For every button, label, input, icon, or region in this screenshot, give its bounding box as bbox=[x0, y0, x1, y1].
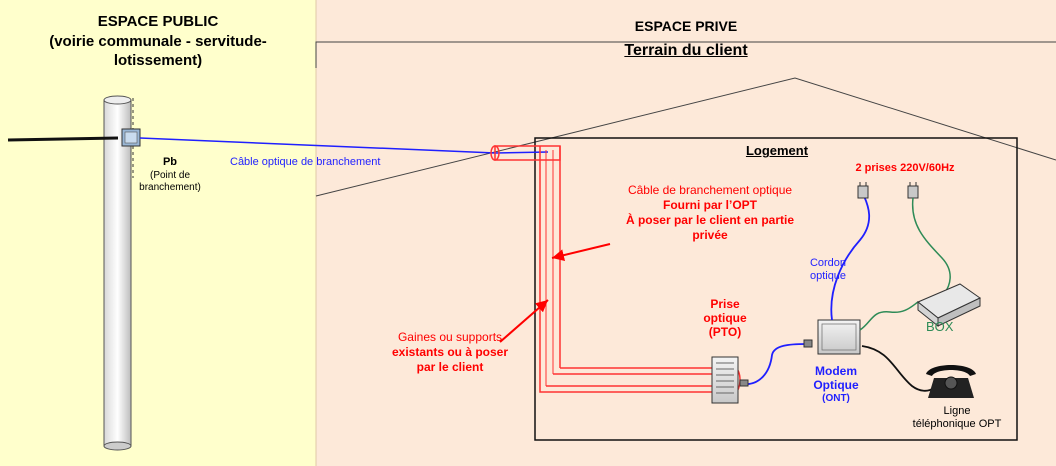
ligne-label-line1: Ligne bbox=[943, 405, 971, 417]
power-plug-2 bbox=[907, 185, 919, 199]
private-zone-title: ESPACE PRIVE bbox=[634, 18, 738, 34]
modem-box-cord bbox=[859, 301, 919, 331]
telephone-dial bbox=[944, 376, 958, 390]
optical-cord bbox=[830, 195, 871, 321]
pb-box-detail bbox=[124, 131, 138, 144]
optical-cable-note-line2: Fourni par l’OPT bbox=[662, 198, 757, 212]
pole-top bbox=[103, 95, 132, 105]
pto-label: Prise optique (PTO) bbox=[690, 297, 760, 339]
public-zone-title-line2: (voirie communale - servitude- bbox=[49, 32, 267, 50]
gaines-label-line3: par le client bbox=[416, 360, 484, 374]
conduit-inner-lines bbox=[545, 150, 554, 386]
pb-description-line1: (Point de bbox=[149, 170, 191, 181]
terrain-subtitle: Terrain du client bbox=[624, 42, 748, 59]
prises-label: 2 prises 220V/60Hz bbox=[855, 162, 955, 174]
ligne-label: Ligne téléphonique OPT bbox=[898, 405, 1016, 430]
conduit-top-left-end bbox=[490, 145, 500, 161]
pto-device bbox=[711, 356, 739, 404]
modem-label-line1: Modem bbox=[815, 364, 857, 378]
cordon-label-line2: optique bbox=[809, 269, 847, 282]
modem-label-line3: (ONT) bbox=[822, 392, 850, 404]
public-zone-title: ESPACE PUBLIC (voirie communale - servit… bbox=[8, 12, 308, 71]
arrow-to-cable bbox=[551, 243, 611, 262]
telephone-handset bbox=[926, 365, 976, 376]
modem-ont-device bbox=[817, 319, 861, 355]
cordon-label-line1: Cordon bbox=[809, 257, 847, 269]
power-plug-1 bbox=[857, 185, 869, 199]
patch-connector-2 bbox=[803, 339, 813, 348]
gaines-label-line1: Gaines ou supports bbox=[397, 330, 503, 344]
public-zone-background bbox=[0, 0, 316, 466]
house-roof bbox=[315, 77, 1056, 197]
pto-slots bbox=[716, 362, 734, 394]
public-zone-title-line1: ESPACE PUBLIC bbox=[97, 13, 219, 30]
utility-pole bbox=[103, 99, 132, 447]
logement-label: Logement bbox=[745, 143, 809, 158]
box-device-front bbox=[917, 300, 939, 328]
public-zone-title-line3: lotissement) bbox=[113, 52, 203, 69]
gaines-label: Gaines ou supports existants ou à poser … bbox=[370, 330, 530, 375]
modem-label-line2: Optique bbox=[813, 377, 859, 392]
conduit-horizontal-bottom bbox=[539, 367, 735, 393]
pto-label-line3: (PTO) bbox=[708, 324, 742, 339]
phone-cord bbox=[861, 345, 935, 392]
pto-label-line1: Prise bbox=[710, 297, 740, 311]
pole-bottom bbox=[103, 441, 132, 451]
aerial-cable bbox=[7, 136, 119, 142]
drop-cable-label: Câble optique de branchement bbox=[230, 156, 381, 168]
gaines-label-line2: existants ou à poser bbox=[391, 345, 509, 359]
pb-description-line2: branchement) bbox=[139, 181, 201, 193]
modem-label: Modem Optique (ONT) bbox=[800, 364, 872, 404]
patch-connector-1 bbox=[739, 379, 749, 387]
optical-cable-note-line1: Câble de branchement optique bbox=[627, 183, 793, 197]
pb-label: Pb bbox=[162, 156, 178, 168]
box-label: BOX bbox=[926, 319, 954, 334]
pto-label-line2: optique bbox=[703, 310, 747, 325]
optical-cable-note: Câble de branchement optique Fourni par … bbox=[576, 183, 844, 243]
pb-description: (Point de branchement) bbox=[120, 170, 220, 193]
ligne-label-line2: téléphonique OPT bbox=[912, 417, 1002, 430]
optical-cable-note-line3: À poser par le client en partie bbox=[625, 213, 795, 227]
terrain-roof-outline bbox=[315, 41, 1056, 68]
modem-ont-front bbox=[821, 323, 857, 351]
box-power-cord bbox=[911, 197, 951, 295]
optical-cable-note-line4: privée bbox=[692, 228, 728, 242]
patch-cord bbox=[741, 343, 807, 385]
arrow-to-conduit bbox=[499, 299, 549, 343]
logement-frame bbox=[534, 137, 1018, 441]
power-plug-prongs bbox=[859, 182, 917, 186]
cordon-label: Cordon optique bbox=[796, 257, 860, 282]
